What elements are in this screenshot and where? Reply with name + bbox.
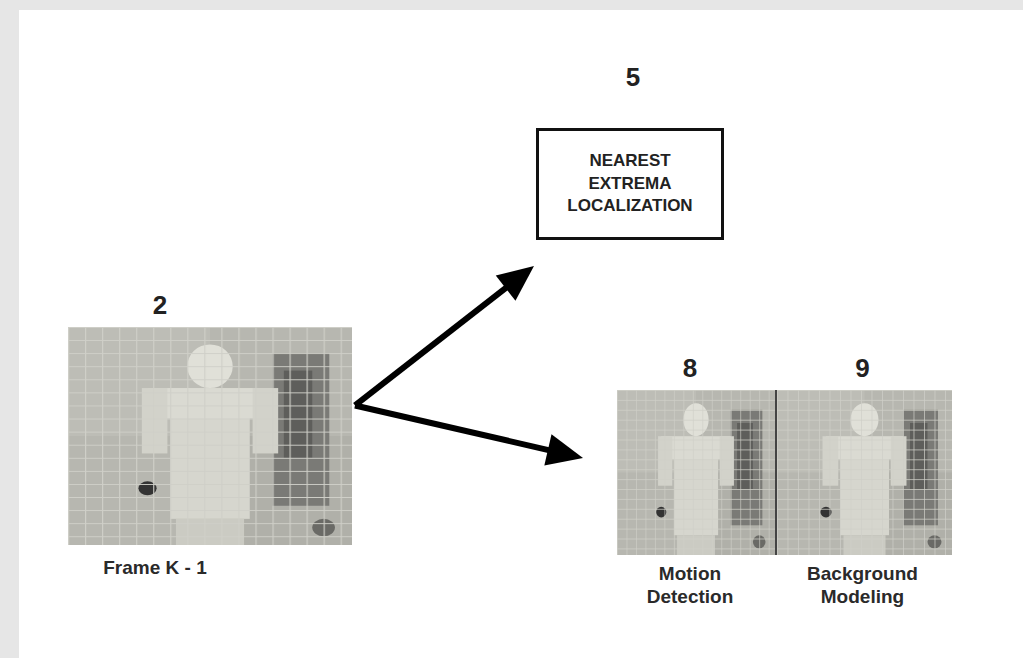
arrow-connector bbox=[355, 266, 534, 405]
arrow-head bbox=[496, 266, 534, 301]
arrow-line bbox=[355, 286, 509, 406]
image-caption: Motion Detection bbox=[615, 563, 765, 609]
image-caption: Background Modeling bbox=[788, 563, 938, 609]
callout-number: 8 bbox=[683, 353, 697, 384]
image-caption: Frame K - 1 bbox=[103, 557, 206, 580]
arrow-connector bbox=[355, 405, 583, 465]
image-frame: 9Background Modeling bbox=[777, 390, 952, 555]
arrow-line bbox=[355, 405, 552, 450]
image-frame: 2Frame K - 1 bbox=[68, 327, 352, 545]
callout-number: 9 bbox=[855, 353, 869, 384]
callout-number: 5 bbox=[626, 62, 640, 93]
process-box: 5NEAREST EXTREMA LOCALIZATION bbox=[536, 128, 724, 240]
box-label: NEAREST EXTREMA LOCALIZATION bbox=[550, 150, 710, 219]
arrow-head bbox=[544, 434, 583, 465]
callout-number: 2 bbox=[153, 290, 167, 321]
image-frame: 8Motion Detection bbox=[617, 390, 775, 555]
